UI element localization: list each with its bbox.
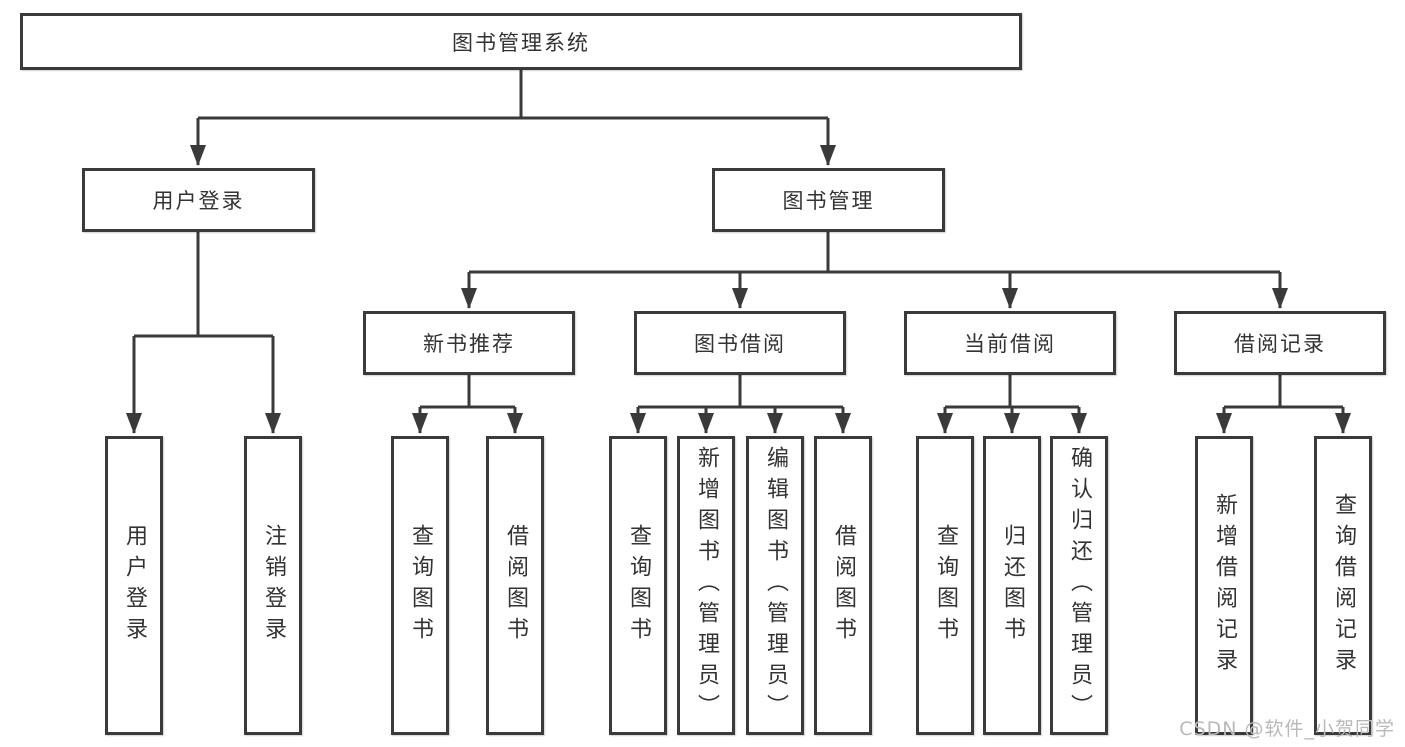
node-current-borrow: 当前借阅 bbox=[904, 311, 1116, 375]
leaf-add-book-admin: 新增图书（管理员） bbox=[677, 436, 735, 735]
node-current-borrow-label: 当前借阅 bbox=[964, 332, 1056, 356]
node-new-book-recommend-label: 新书推荐 bbox=[423, 332, 515, 356]
leaf-user-login: 用户登录 bbox=[105, 436, 163, 735]
node-user-login-branch-label: 用户登录 bbox=[152, 189, 245, 213]
leaf-edit-book-admin-label: 编辑图书（管理员） bbox=[763, 446, 788, 725]
leaf-borrow-books: 借阅图书 bbox=[814, 436, 872, 735]
leaf-edit-book-admin: 编辑图书（管理员） bbox=[746, 436, 804, 735]
leaf-add-borrow-record-label: 新增借阅记录 bbox=[1212, 492, 1237, 679]
leaf-recommend-query-books: 查询图书 bbox=[391, 436, 449, 735]
node-borrow-records-label: 借阅记录 bbox=[1234, 332, 1326, 356]
leaf-borrow-query-books-label: 查询图书 bbox=[626, 523, 651, 648]
node-borrow-records: 借阅记录 bbox=[1174, 311, 1386, 375]
leaf-confirm-return-admin-label: 确认归还（管理员） bbox=[1067, 446, 1092, 725]
node-user-login-branch: 用户登录 bbox=[82, 168, 315, 232]
leaf-query-borrow-record: 查询借阅记录 bbox=[1314, 436, 1372, 735]
node-book-borrow: 图书借阅 bbox=[634, 311, 846, 375]
node-book-management: 图书管理 bbox=[712, 168, 945, 232]
leaf-current-query-books-label: 查询图书 bbox=[933, 523, 958, 648]
leaf-logout: 注销登录 bbox=[244, 436, 302, 735]
leaf-query-borrow-record-label: 查询借阅记录 bbox=[1331, 492, 1356, 679]
node-root-label: 图书管理系统 bbox=[452, 30, 590, 55]
leaf-recommend-borrow-books: 借阅图书 bbox=[486, 436, 544, 735]
leaf-borrow-query-books: 查询图书 bbox=[609, 436, 667, 735]
node-new-book-recommend: 新书推荐 bbox=[363, 311, 575, 375]
node-book-borrow-label: 图书借阅 bbox=[694, 332, 786, 356]
leaf-current-query-books: 查询图书 bbox=[916, 436, 974, 735]
leaf-borrow-books-label: 借阅图书 bbox=[831, 523, 856, 648]
leaf-confirm-return-admin: 确认归还（管理员） bbox=[1050, 436, 1108, 735]
node-root-library-system: 图书管理系统 bbox=[20, 13, 1022, 70]
leaf-recommend-query-books-label: 查询图书 bbox=[408, 523, 433, 648]
leaf-user-login-label: 用户登录 bbox=[122, 523, 147, 648]
node-book-management-label: 图书管理 bbox=[782, 189, 875, 213]
leaf-add-borrow-record: 新增借阅记录 bbox=[1195, 436, 1253, 735]
leaf-return-books-label: 归还图书 bbox=[1000, 523, 1025, 648]
leaf-recommend-borrow-books-label: 借阅图书 bbox=[503, 523, 528, 648]
leaf-add-book-admin-label: 新增图书（管理员） bbox=[694, 446, 719, 725]
leaf-logout-label: 注销登录 bbox=[261, 523, 286, 648]
leaf-return-books: 归还图书 bbox=[983, 436, 1041, 735]
